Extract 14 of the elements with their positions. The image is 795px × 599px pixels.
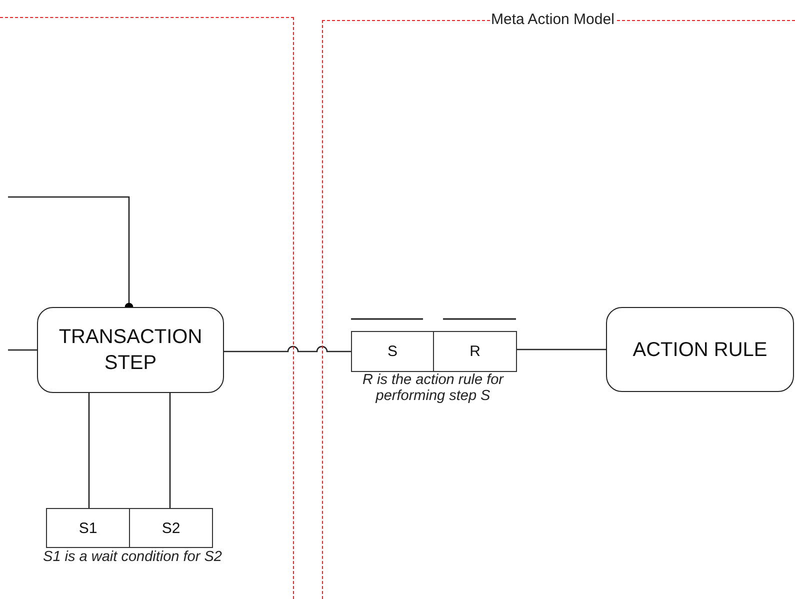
connector-line [224,346,351,352]
process-box: TRANSACTION STEP [37,307,224,393]
entity-box: ACTION RULE [606,307,794,392]
connector-line [169,393,171,508]
connector-line [8,349,37,351]
annotation-text: R is the action rule for performing step S [361,372,505,404]
condition-cell: S1 [46,508,130,548]
connector-line [517,348,606,350]
region-boundary [0,17,294,599]
connector-line [88,393,90,508]
condition-cell: S2 [129,508,213,548]
rule-cell: R [433,331,517,372]
step-cell: S [351,331,434,372]
annotation-text: S1 is a wait condition for S2 [42,549,223,565]
